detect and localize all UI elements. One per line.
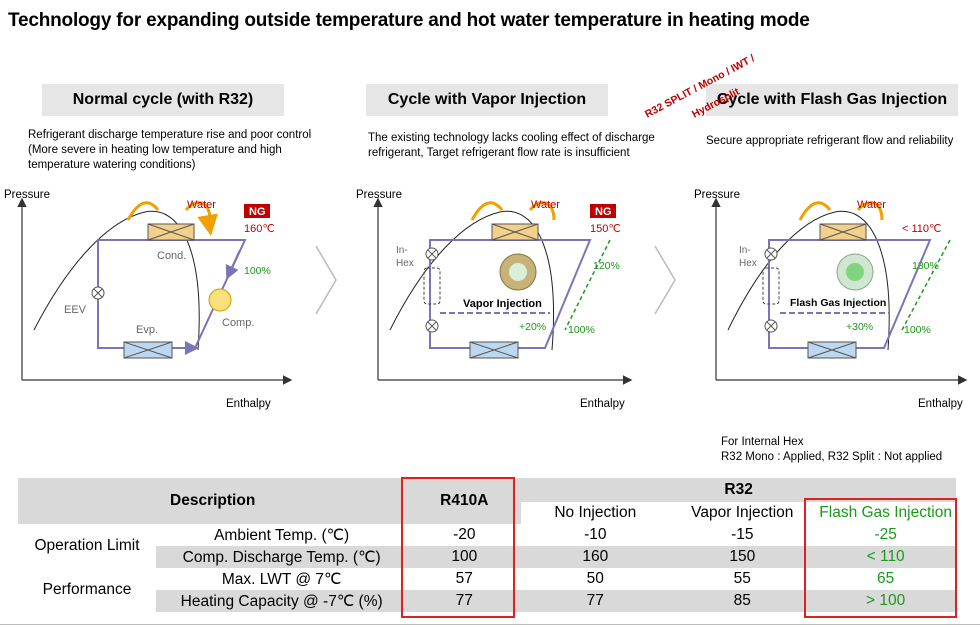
svg-text:Enthalpy: Enthalpy — [918, 398, 963, 410]
svg-text:Hex: Hex — [739, 258, 757, 269]
svg-text:Vapor Injection: Vapor Injection — [463, 298, 542, 310]
chevron-right-icon — [315, 245, 337, 315]
svg-text:Flash Gas Injection: Flash Gas Injection — [790, 297, 886, 309]
group-performance: Performance — [42, 581, 132, 598]
svg-text:In-: In- — [396, 245, 408, 256]
svg-text:Enthalpy: Enthalpy — [580, 398, 625, 410]
svg-text:Water: Water — [531, 199, 560, 211]
svg-text:160℃: 160℃ — [244, 223, 275, 235]
spec-table: Description R410A R32 No Injection Vapor… — [18, 478, 956, 612]
panel-3-diagram: Pressure Enthalpy Water < 110℃ In- Hex F… — [694, 189, 968, 410]
svg-text:100%: 100% — [568, 324, 595, 336]
ng-badge — [244, 204, 270, 218]
row-label: Ambient Temp. (℃) — [214, 526, 350, 544]
svg-text:Cond.: Cond. — [157, 250, 186, 262]
cycle-diagrams: Pressure Enthalpy Water NG 160℃ 100% Con… — [4, 189, 968, 410]
flash-gas-highlight-frame — [804, 498, 957, 618]
svg-text:In-: In- — [739, 245, 751, 256]
svg-text:150℃: 150℃ — [590, 223, 621, 235]
svg-text:Comp.: Comp. — [222, 317, 254, 329]
group-operation-limit: Operation Limit — [34, 537, 140, 554]
row-label: Comp. Discharge Temp. (℃) — [156, 546, 408, 568]
panel-2-diagram: Pressure Enthalpy Water NG 150℃ In- Hex … — [356, 189, 633, 410]
panel-1-description: Refrigerant discharge temperature rise a… — [28, 129, 312, 171]
compressor-icon — [208, 288, 232, 312]
svg-text:NG: NG — [249, 206, 266, 218]
svg-text:Evp.: Evp. — [136, 324, 158, 336]
svg-text:Water: Water — [857, 199, 886, 211]
svg-text:EEV: EEV — [64, 304, 87, 316]
header-r32: R32 — [724, 481, 753, 498]
x-axis-label: Enthalpy — [226, 398, 271, 410]
svg-text:120%: 120% — [593, 260, 620, 272]
header-flash-gas: Flash Gas Injection — [819, 504, 952, 521]
svg-text:Pressure: Pressure — [356, 189, 402, 201]
r410a-highlight-frame — [401, 477, 515, 618]
panel-3-description: Secure appropriate refrigerant flow and … — [706, 135, 954, 147]
internal-hex-note: For Internal Hex R32 Mono : Applied, R32… — [721, 436, 943, 463]
svg-text:Hex: Hex — [396, 258, 414, 269]
saturation-dome — [33, 210, 200, 351]
svg-text:+20%: +20% — [519, 321, 546, 333]
header-no-injection: No Injection — [554, 504, 637, 521]
svg-text:< 110℃: < 110℃ — [902, 223, 941, 235]
svg-text:Pressure: Pressure — [694, 189, 740, 201]
row-label: Heating Capacity @ -7℃ (%) — [156, 590, 408, 612]
svg-text:100%: 100% — [904, 324, 931, 336]
y-axis-label: Pressure — [4, 189, 50, 201]
internal-hex-icon — [423, 267, 441, 305]
svg-text:130%: 130% — [912, 260, 939, 272]
svg-text:NG: NG — [595, 206, 612, 218]
panel-2-description: The existing technology lacks cooling ef… — [368, 132, 655, 159]
row-label: Max. LWT @ 7℃ — [221, 570, 342, 588]
page-title: Technology for expanding outside tempera… — [8, 10, 810, 31]
panel-1-heading: Normal cycle (with R32) — [42, 84, 284, 116]
bottom-rule — [0, 624, 980, 625]
panel-3-heading: Cycle with Flash Gas Injection — [706, 84, 958, 116]
svg-text:Water: Water — [187, 199, 216, 211]
panel-1-diagram: Pressure Enthalpy Water NG 160℃ 100% Con… — [4, 189, 293, 410]
header-vapor-injection: Vapor Injection — [691, 504, 794, 521]
svg-text:+30%: +30% — [846, 321, 873, 333]
header-r410a: R410A — [440, 492, 489, 509]
header-description: Description — [170, 492, 256, 509]
panel-2-heading: Cycle with Vapor Injection — [366, 84, 608, 116]
svg-text:100%: 100% — [244, 265, 271, 277]
